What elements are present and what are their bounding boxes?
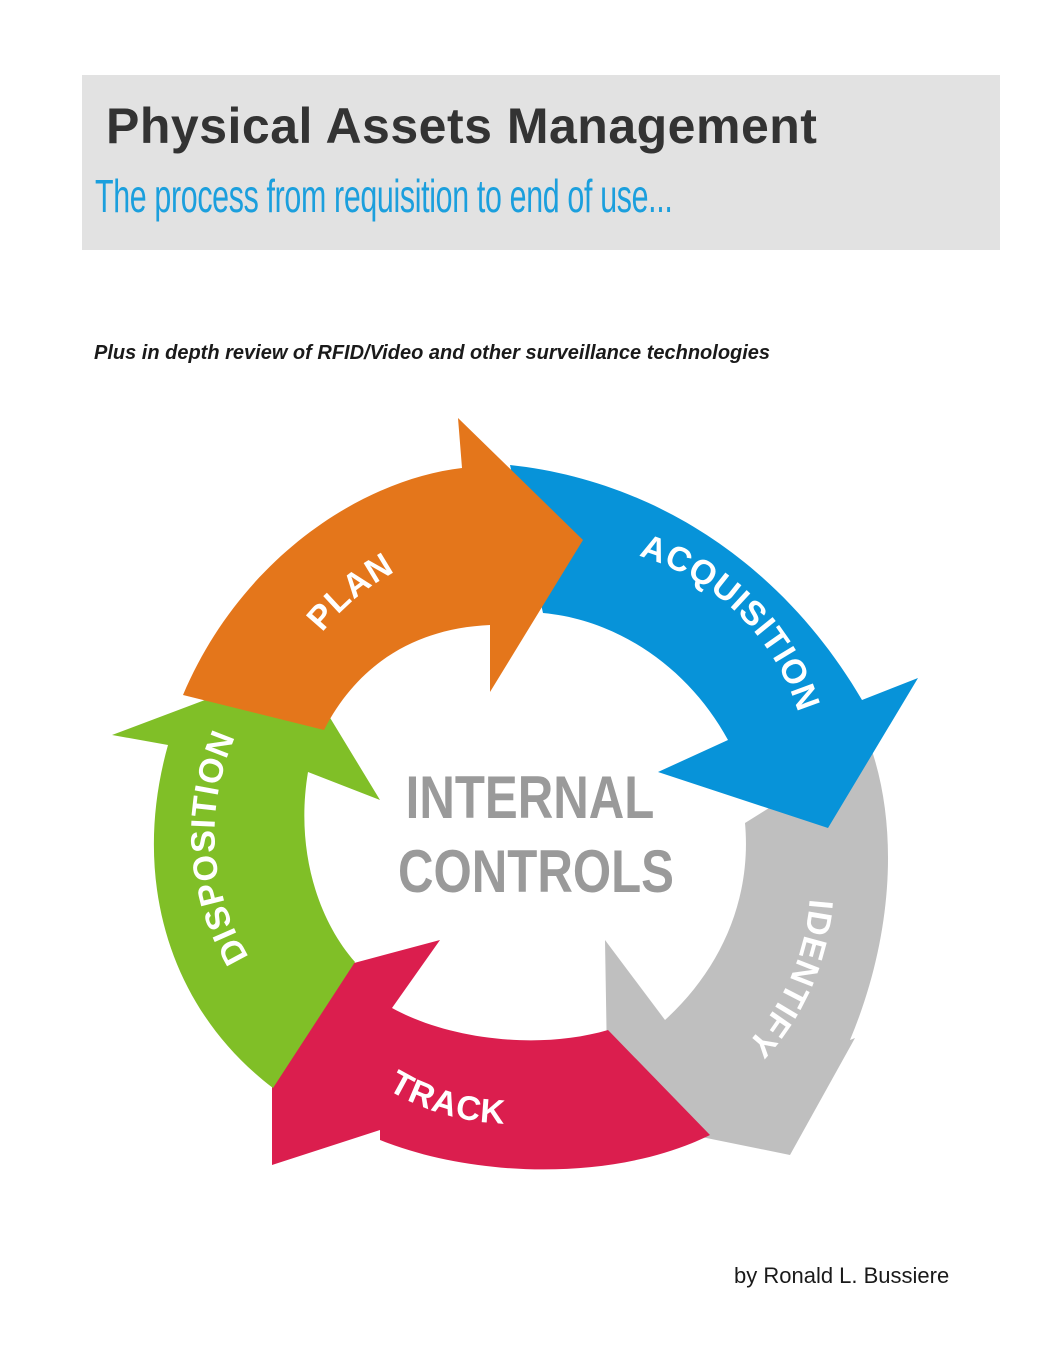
center-label-line-1: INTERNAL	[406, 763, 655, 831]
arrow-acquisition	[510, 465, 918, 828]
arrow-identify	[605, 745, 889, 1155]
center-label: INTERNAL CONTROLS	[398, 763, 674, 905]
center-label-line-2: CONTROLS	[398, 837, 674, 905]
cycle-arrows	[112, 418, 918, 1170]
arrow-track	[272, 940, 710, 1170]
author-name: by Ronald L. Bussiere	[734, 1263, 950, 1288]
book-subtitle: The process from requisition to end of u…	[95, 170, 673, 222]
tagline: Plus in depth review of RFID/Video and o…	[94, 342, 771, 364]
arrow-disposition	[112, 665, 380, 1088]
arrow-plan	[183, 418, 583, 730]
book-title: Physical Assets Management	[106, 98, 818, 154]
title-banner: Physical Assets Management The process f…	[82, 75, 1000, 250]
